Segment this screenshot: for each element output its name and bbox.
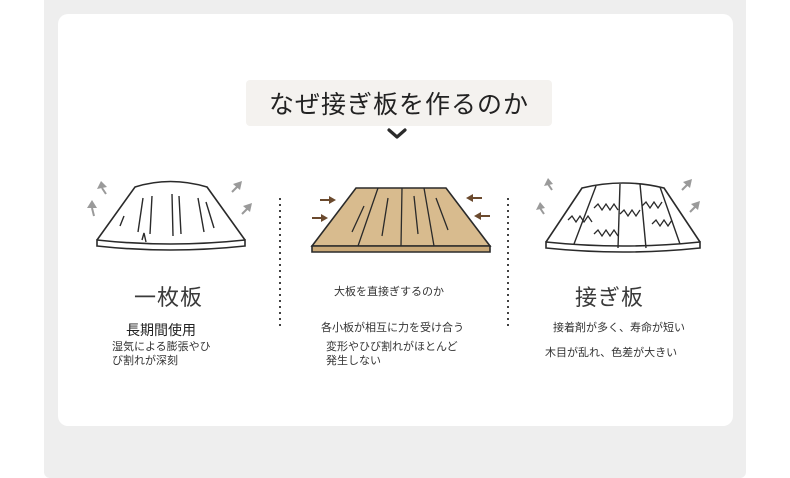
swelling-arrow-icon bbox=[87, 181, 252, 217]
center-desc-line3: 発生しない bbox=[326, 354, 381, 367]
left-desc-line1: 湿気による膨張やひ bbox=[112, 340, 211, 353]
glued-board-illustration bbox=[536, 178, 701, 253]
swelling-arrow-icon bbox=[536, 178, 700, 215]
center-desc-line1: 各小板が相互に力を受け合う bbox=[321, 321, 464, 334]
jointed-board-illustration bbox=[310, 187, 492, 253]
chevron-down-icon bbox=[387, 128, 407, 139]
pressure-arrow-icon bbox=[312, 194, 490, 222]
left-subheading: 長期間使用 bbox=[126, 323, 196, 339]
left-desc-line2: び割れが深刻 bbox=[112, 354, 178, 367]
solid-board-illustration bbox=[87, 180, 252, 251]
right-desc-line2: 木目が乱れ、色差が大きい bbox=[545, 346, 678, 359]
center-caption: 大板を直接ぎするのか bbox=[334, 285, 444, 298]
title-banner: なぜ接ぎ板を作るのか bbox=[246, 80, 552, 126]
divider-left bbox=[279, 196, 281, 330]
left-heading: 一枚板 bbox=[134, 286, 204, 311]
right-heading: 接ぎ板 bbox=[575, 286, 645, 311]
page-title: なぜ接ぎ板を作るのか bbox=[268, 90, 529, 119]
divider-right bbox=[507, 196, 509, 330]
center-desc-line2: 変形やひび割れがほとんど bbox=[326, 340, 458, 353]
right-desc-line1: 接着剤が多く、寿命が短い bbox=[553, 321, 685, 334]
